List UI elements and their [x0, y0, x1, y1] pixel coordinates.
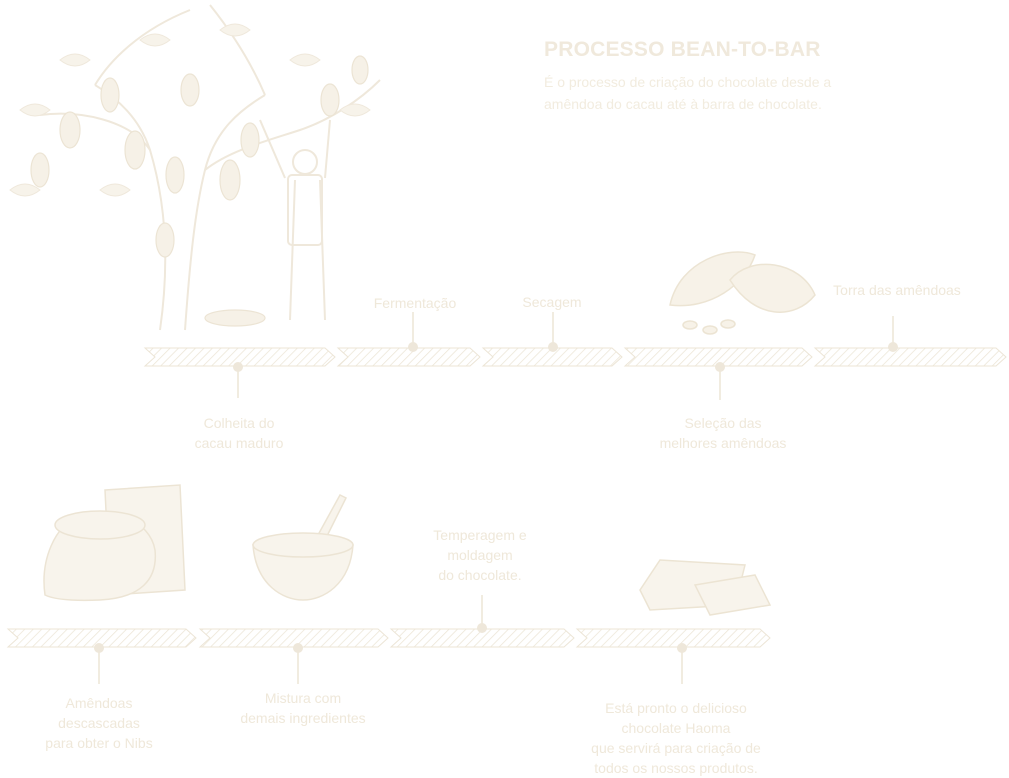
step-node-drying-dot [548, 342, 558, 352]
step-label-line: moldagem [415, 545, 545, 565]
step-node-tempering-dot [477, 623, 487, 633]
step-label-roasting: Torra das amêndoas [818, 280, 976, 300]
step-label-line: melhores amêndoas [640, 433, 806, 453]
step-label-line: Amêndoas [28, 693, 170, 713]
timeline-segment-bottom-4 [577, 629, 770, 647]
step-label-line: descascadas [28, 713, 170, 733]
step-label-selection: Seleção das melhores amêndoas [640, 413, 806, 453]
step-label-drying: Secagem [510, 292, 594, 312]
step-node-harvest-dot [233, 362, 243, 372]
step-label-line: Está pronto o delicioso [570, 698, 782, 718]
step-node-mixing-dot [293, 643, 303, 653]
step-label-line: que servirá para criação de [570, 738, 782, 758]
step-label-line: cacau maduro [186, 433, 292, 453]
step-label-tempering: Temperagem e moldagem do chocolate. [415, 525, 545, 585]
step-label-harvest: Colheita do cacau maduro [186, 413, 292, 453]
timeline-segment-top-5 [815, 348, 1006, 366]
step-label-mixing: Mistura com demais ingredientes [220, 688, 386, 728]
step-label-line: Seleção das [640, 413, 806, 433]
step-label-ready: Está pronto o delicioso chocolate Haoma … [570, 698, 782, 778]
timeline-segment-bottom-2 [200, 629, 388, 647]
step-label-line: Torra das amêndoas [818, 280, 976, 300]
timeline-segment-top-2 [338, 348, 480, 366]
step-label-line: Fermentação [360, 293, 470, 313]
step-label-line: todos os nossos produtos. [570, 758, 782, 778]
step-label-line: Secagem [510, 292, 594, 312]
step-label-line: para obter o Nibs [28, 733, 170, 753]
step-label-fermentation: Fermentação [360, 293, 470, 313]
step-node-nibs-dot [94, 643, 104, 653]
step-label-line: demais ingredientes [220, 708, 386, 728]
step-label-line: do chocolate. [415, 565, 545, 585]
step-label-line: Colheita do [186, 413, 292, 433]
step-label-line: chocolate Haoma [570, 718, 782, 738]
step-node-selection-dot [715, 362, 725, 372]
step-node-ready-dot [677, 643, 687, 653]
step-label-nibs: Amêndoas descascadas para obter o Nibs [28, 693, 170, 753]
step-node-fermentation-dot [408, 342, 418, 352]
step-label-line: Mistura com [220, 688, 386, 708]
step-node-roasting-dot [888, 342, 898, 352]
step-label-line: Temperagem e [415, 525, 545, 545]
